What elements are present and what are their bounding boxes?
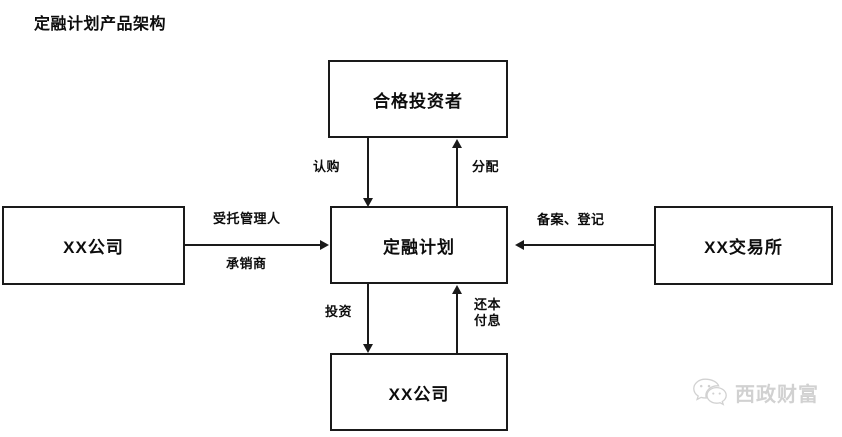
node-right-label: XX交易所 xyxy=(704,238,783,257)
node-left-label: XX公司 xyxy=(63,238,124,257)
node-exchange: XX交易所 xyxy=(654,206,833,285)
edge-label-trustee-manager: 受托管理人 xyxy=(213,211,281,226)
arrowhead-up-bottom-to-center xyxy=(452,285,462,294)
connector-center-to-bottom-line xyxy=(367,284,369,346)
watermark: 西政财富 xyxy=(692,376,819,408)
page-title: 定融计划产品架构 xyxy=(34,16,167,33)
node-center-label: 定融计划 xyxy=(383,237,455,257)
arrowhead-up-center-to-top xyxy=(452,139,462,148)
edge-label-principal-interest-line2: 付息 xyxy=(474,313,502,329)
node-bottom-label: XX公司 xyxy=(388,384,450,404)
node-left-company: XX公司 xyxy=(2,206,185,285)
node-bottom-company: XX公司 xyxy=(330,353,508,431)
connector-bottom-to-center-line xyxy=(456,293,458,353)
edge-label-principal-interest: 还本 付息 xyxy=(474,297,501,330)
wechat-icon xyxy=(693,378,727,406)
connector-top-to-center-line xyxy=(367,138,369,200)
edge-label-principal-interest-line1: 还本 xyxy=(474,297,502,312)
watermark-text: 西政财富 xyxy=(735,383,819,406)
connector-center-to-top-line xyxy=(456,147,458,206)
arrowhead-left-right-to-center xyxy=(515,240,524,250)
edge-label-investment: 投资 xyxy=(325,304,353,319)
node-qualified-investors: 合格投资者 xyxy=(328,60,508,138)
connector-right-to-center-line xyxy=(524,244,654,246)
arrowhead-down-center-to-bottom xyxy=(363,344,373,353)
edge-label-subscription: 认购 xyxy=(313,159,341,174)
connector-left-to-center-line xyxy=(185,244,322,246)
edge-label-underwriter: 承销商 xyxy=(226,256,267,271)
node-financing-plan: 定融计划 xyxy=(330,206,508,284)
edge-label-filing-registration: 备案、登记 xyxy=(537,212,605,227)
edge-label-distribution: 分配 xyxy=(472,159,500,174)
arrowhead-right-left-to-center xyxy=(320,240,329,250)
arrowhead-down-top-to-center xyxy=(363,198,373,207)
node-top-label: 合格投资者 xyxy=(373,91,463,111)
